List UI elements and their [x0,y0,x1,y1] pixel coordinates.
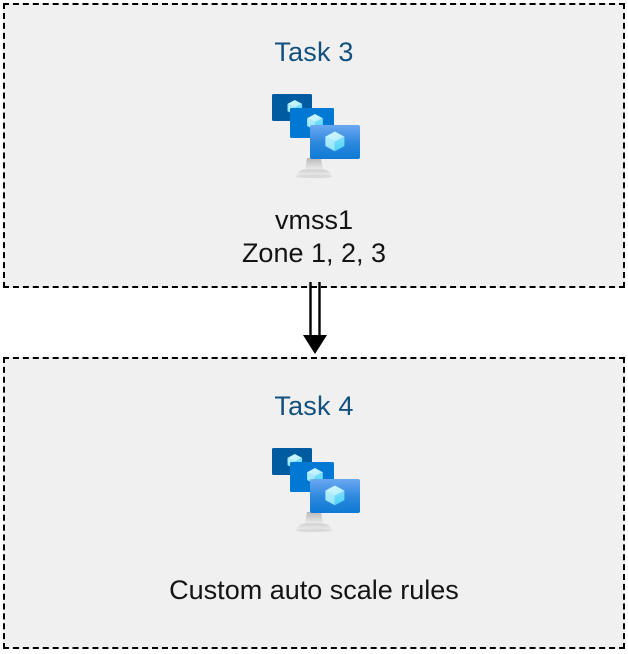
task-caption-line: vmss1 [274,205,353,235]
task-box-task4[interactable]: Task 4 [3,357,625,649]
vm-scale-set-icon [262,88,366,184]
double-line-arrow-down-icon [295,282,335,360]
task-caption-group: Custom auto scale rules [169,574,459,607]
task-heading: Task 3 [274,37,354,67]
task-box-content: Task 4 [5,359,623,647]
vm-scale-set-icon [262,442,366,538]
task-box-content: Task 3 [5,5,623,286]
task-caption-line: Zone 1, 2, 3 [241,238,387,268]
task-caption-group: vmss1 Zone 1, 2, 3 [242,204,386,270]
task-caption-line: Custom auto scale rules [169,575,459,605]
task-heading: Task 4 [274,391,354,421]
task-box-task3[interactable]: Task 3 [3,3,625,288]
